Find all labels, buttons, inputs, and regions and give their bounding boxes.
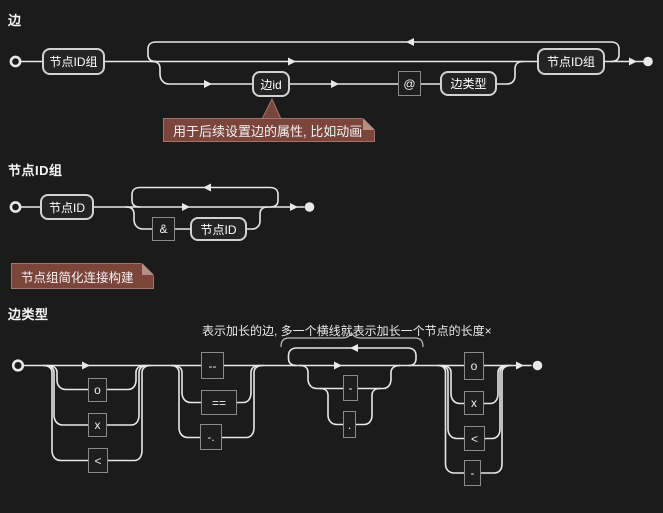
nonterminal-edge-type: 边类型 [440,71,497,96]
start-terminal-icon [11,359,25,372]
tooltip-pointer-icon [261,97,282,120]
terminal-extension-dot: . [343,411,356,438]
node-group-note-text: 节点组简化连接构建 [21,270,134,285]
arrow-right-icon [82,361,90,370]
terminal-line-style-dashdot: -. [200,424,222,450]
arrow-left-icon [203,183,211,192]
end-terminal-icon [643,56,653,67]
arrow-right-icon [204,80,212,88]
terminal-end-marker-dash: - [464,460,481,486]
arrow-right-icon [516,361,524,370]
terminal-at-sign: @ [398,71,421,96]
edge-type-diagram-rails [11,347,532,474]
terminal-end-marker-lt: < [464,426,485,451]
nonterminal-edge-id: 边id [252,71,290,97]
note-fold-flap-icon [363,118,375,130]
node-group-note: 节点组简化连接构建 [11,263,154,289]
arrow-right-icon [290,203,298,211]
start-terminal-icon [9,55,22,68]
extension-annotation-text: 表示加长的边, 多一个横线就表示加长一个节点的长度× [202,324,492,338]
arrow-right-icon [629,57,637,66]
terminal-end-marker-o: o [464,352,484,380]
end-terminal-icon [304,202,315,212]
arrow-right-icon [288,57,296,66]
terminal-start-marker-lt: < [88,448,108,473]
nonterminal-node-id-repeat: 节点ID [190,217,247,241]
edge-id-tooltip-text: 用于后续设置边的属性, 比如动画 [173,123,363,139]
arrow-left-icon [406,38,414,46]
end-terminal-icon [532,360,543,371]
section-title-node-id-group: 节点ID组 [8,163,63,178]
arrow-right-icon [331,80,339,88]
nonterminal-node-id-group-start: 节点ID组 [42,48,105,75]
arrow-right-icon [334,361,342,370]
terminal-end-marker-x: x [464,391,484,415]
terminal-line-style-equals: == [201,390,237,415]
loop-back-rail [287,347,417,367]
section-title-edge: 边 [8,13,22,28]
note-fold-flap-icon [142,263,154,275]
arrow-left-icon [350,344,358,352]
terminal-line-style-dash: -- [201,352,224,379]
arrow-right-icon [182,203,190,211]
overbrace-icon [280,331,424,348]
terminal-ampersand: & [152,217,175,241]
nonterminal-node-id-group-end: 节点ID组 [537,48,605,75]
terminal-extension-dash: - [343,375,358,401]
start-terminal-icon [9,201,22,213]
terminal-start-marker-o: o [88,378,107,402]
terminal-start-marker-x: x [88,413,107,437]
section-title-edge-type: 边类型 [8,307,49,322]
loop-back-rail [147,41,620,63]
nonterminal-node-id-first: 节点ID [40,194,94,220]
edge-id-tooltip-note: 用于后续设置边的属性, 比如动画 [163,118,375,142]
loop-back-rail [131,186,279,208]
